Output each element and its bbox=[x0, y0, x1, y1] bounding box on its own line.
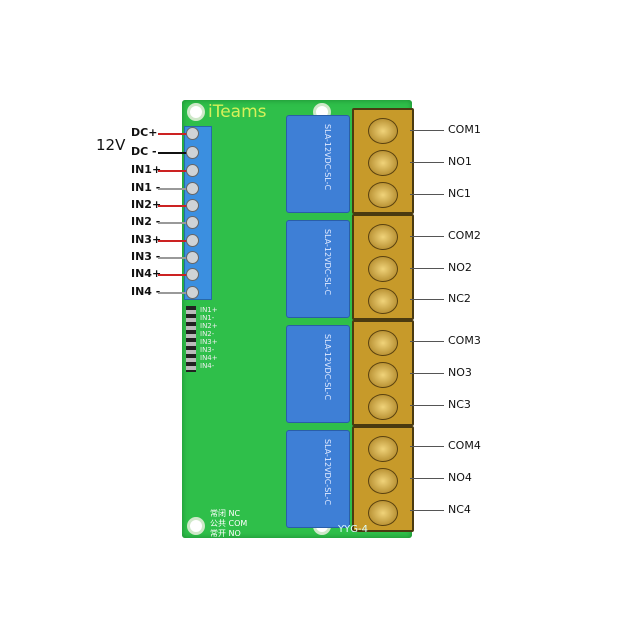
brand-logo: iTeams bbox=[208, 102, 267, 122]
terminal-screw bbox=[368, 118, 398, 144]
output-label: COM4 bbox=[448, 439, 481, 452]
terminal-screw bbox=[368, 436, 398, 462]
output-label: COM2 bbox=[448, 229, 481, 242]
wire bbox=[158, 170, 190, 172]
terminal-screw bbox=[186, 234, 199, 247]
terminal-screw bbox=[368, 500, 398, 526]
output-terminal-block bbox=[352, 108, 414, 214]
leader-line bbox=[410, 299, 444, 300]
wire bbox=[158, 188, 190, 190]
terminal-screw bbox=[368, 468, 398, 494]
pin-label: IN2+ bbox=[200, 322, 218, 330]
output-terminal-block bbox=[352, 320, 414, 426]
terminal-screw bbox=[186, 127, 199, 140]
wire bbox=[158, 222, 190, 224]
output-label: NC2 bbox=[448, 292, 471, 305]
output-terminal-block bbox=[352, 214, 414, 320]
input-label: IN4 - bbox=[131, 285, 161, 298]
terminal-screw bbox=[368, 182, 398, 208]
terminal-screw bbox=[186, 268, 199, 281]
leader-line bbox=[410, 446, 444, 447]
output-label: NO2 bbox=[448, 261, 472, 274]
relay-text: SLA-12VDC-SL-C bbox=[323, 439, 332, 506]
wire bbox=[158, 240, 190, 242]
relay-text: SLA-12VDC-SL-C bbox=[323, 334, 332, 401]
wire bbox=[158, 133, 190, 135]
leader-line bbox=[410, 162, 444, 163]
pin-label: IN3- bbox=[200, 346, 215, 354]
terminal-screw bbox=[186, 251, 199, 264]
input-label: DC+ bbox=[131, 126, 158, 139]
wire bbox=[158, 274, 190, 276]
output-label: NC3 bbox=[448, 398, 471, 411]
contact-legend: 常闭 NC 公共 COM 常开 NO bbox=[210, 509, 247, 539]
pin-label: IN1- bbox=[200, 314, 215, 322]
pin-header bbox=[186, 306, 196, 372]
leader-line bbox=[410, 341, 444, 342]
terminal-screw bbox=[186, 146, 199, 159]
terminal-screw bbox=[368, 330, 398, 356]
input-label: IN1 - bbox=[131, 181, 161, 194]
wire bbox=[158, 257, 190, 259]
input-label: IN2 - bbox=[131, 215, 161, 228]
relay-text: SLA-12VDC-SL-C bbox=[323, 124, 332, 191]
pin-label: IN2- bbox=[200, 330, 215, 338]
pin-label: IN4- bbox=[200, 362, 215, 370]
output-label: NC4 bbox=[448, 503, 471, 516]
output-label: NO4 bbox=[448, 471, 472, 484]
leader-line bbox=[410, 405, 444, 406]
terminal-screw bbox=[368, 224, 398, 250]
output-label: NO1 bbox=[448, 155, 472, 168]
legend-com: 公共 COM bbox=[210, 519, 248, 528]
input-label: DC - bbox=[131, 145, 157, 158]
terminal-screw bbox=[368, 362, 398, 388]
leader-line bbox=[410, 268, 444, 269]
terminal-screw bbox=[368, 394, 398, 420]
terminal-screw bbox=[368, 288, 398, 314]
leader-line bbox=[410, 236, 444, 237]
mount-hole bbox=[187, 517, 205, 535]
relay: SLA-12VDC-SL-C bbox=[286, 220, 350, 318]
leader-line bbox=[410, 373, 444, 374]
input-label: IN2+ bbox=[131, 198, 162, 211]
input-label: IN1+ bbox=[131, 163, 162, 176]
leader-line bbox=[410, 194, 444, 195]
input-label: IN4+ bbox=[131, 267, 162, 280]
input-label: IN3 - bbox=[131, 250, 161, 263]
output-label: NC1 bbox=[448, 187, 471, 200]
pin-label: IN4+ bbox=[200, 354, 218, 362]
terminal-screw bbox=[368, 256, 398, 282]
leader-line bbox=[410, 130, 444, 131]
relay: SLA-12VDC-SL-C bbox=[286, 115, 350, 213]
output-label: COM3 bbox=[448, 334, 481, 347]
wire bbox=[158, 205, 190, 207]
terminal-screw bbox=[368, 150, 398, 176]
model-label: YYG-4 bbox=[338, 524, 368, 535]
relay: SLA-12VDC-SL-C bbox=[286, 430, 350, 528]
output-terminal-block bbox=[352, 426, 414, 532]
mount-hole bbox=[187, 103, 205, 121]
terminal-screw bbox=[186, 216, 199, 229]
terminal-screw bbox=[186, 286, 199, 299]
output-label: COM1 bbox=[448, 123, 481, 136]
pin-label: IN3+ bbox=[200, 338, 218, 346]
legend-nc: 常闭 NC bbox=[210, 509, 241, 518]
wire bbox=[158, 292, 190, 294]
input-label: IN3+ bbox=[131, 233, 162, 246]
terminal-screw bbox=[186, 164, 199, 177]
legend-no: 常开 NO bbox=[210, 529, 241, 538]
relay: SLA-12VDC-SL-C bbox=[286, 325, 350, 423]
terminal-screw bbox=[186, 199, 199, 212]
voltage-label: 12V bbox=[96, 136, 126, 154]
leader-line bbox=[410, 478, 444, 479]
wire bbox=[158, 152, 190, 154]
relay-text: SLA-12VDC-SL-C bbox=[323, 229, 332, 296]
terminal-screw bbox=[186, 182, 199, 195]
pin-label: IN1+ bbox=[200, 306, 218, 314]
output-label: NO3 bbox=[448, 366, 472, 379]
leader-line bbox=[410, 510, 444, 511]
